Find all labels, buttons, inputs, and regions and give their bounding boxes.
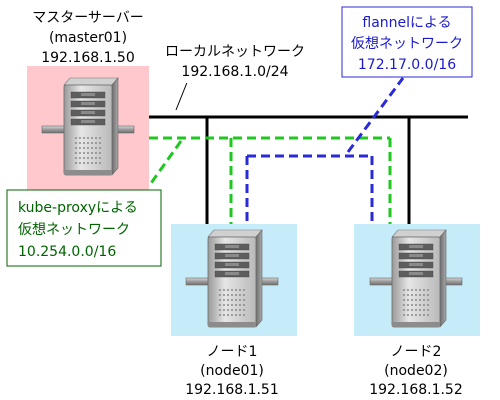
local-network-pointer [175,79,189,111]
flannel-title: flannelによる [362,15,451,31]
kube-proxy-cidr: 10.254.0.0/16 [18,244,116,260]
node1-hostname: (node01) [200,363,264,379]
node1-title: ノード1 [207,344,258,360]
kube-proxy-network-lines [147,136,392,224]
flannel-network-lines [245,77,405,224]
node2-title: ノード2 [391,344,442,360]
kube-proxy-subtitle: 仮想ネットワーク [18,222,130,238]
kube-proxy-title: kube-proxyによる [18,200,138,216]
master-title: マスターサーバー [32,10,144,26]
node1-ip: 192.168.1.51 [185,382,279,398]
local-network-cidr: 192.168.1.0/24 [181,64,288,80]
node2-hostname: (node02) [384,363,448,379]
local-network-label-box [160,40,309,83]
kube-proxy-label-box [6,189,162,267]
master-ip: 192.168.1.50 [41,50,135,66]
local-network-title: ローカルネットワーク [165,44,305,60]
local-network-lines [149,115,468,224]
flannel-label-box [341,6,473,78]
flannel-subtitle: 仮想ネットワーク [351,36,463,52]
node2-ip: 192.168.1.52 [369,382,463,398]
flannel-cidr: 172.17.0.0/16 [358,57,456,73]
master-hostname: (master01) [49,30,127,46]
